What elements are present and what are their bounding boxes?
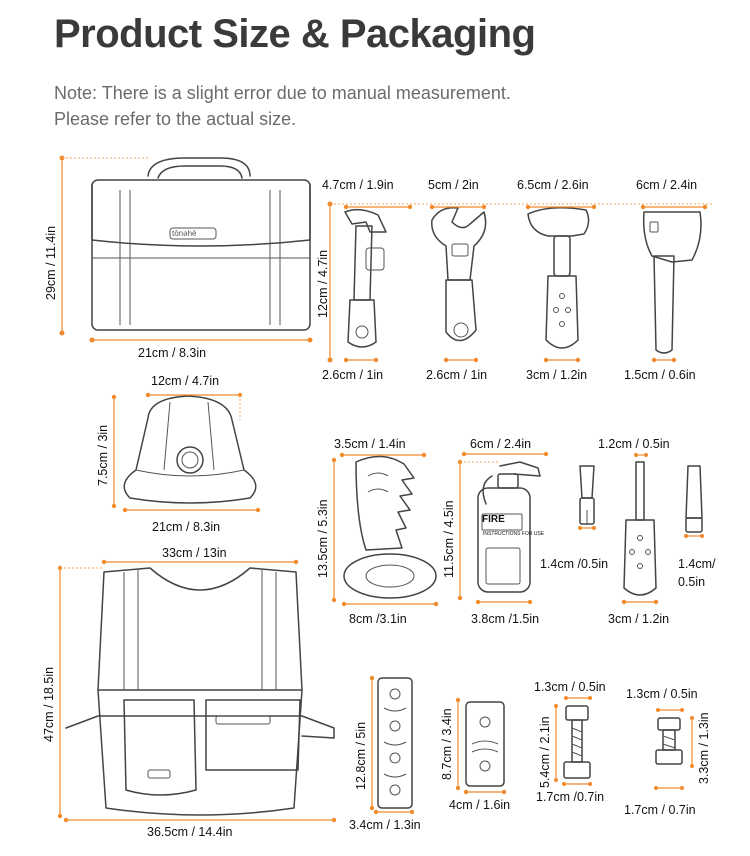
bolt-long-top-label: 1.3cm / 0.5in (534, 680, 606, 694)
bolt-short-top-label: 1.3cm / 0.5in (626, 687, 698, 701)
extinguisher-height-label: 11.5cm / 4.5in (442, 500, 456, 578)
bag-width-label: 21cm / 8.3in (138, 346, 207, 360)
hammer-illustration (527, 207, 590, 349)
saw-height-label: 13.5cm / 5.3in (316, 499, 330, 578)
bag-logo: tōnəhē (172, 229, 197, 238)
vest-illustration (65, 567, 335, 816)
wood-plank-long-illustration (377, 677, 413, 809)
page-title: Product Size & Packaging (54, 12, 536, 56)
saw-illustration (343, 455, 437, 599)
extinguisher-instructions-text: INSTRUCTIONS FOR USE (483, 531, 545, 537)
bolt-long-bottom-label: 1.7cm /0.7in (536, 790, 605, 804)
wood-short-bottom-label: 4cm / 1.6in (449, 798, 511, 812)
hammer-bottom-label: 3cm / 1.2in (526, 368, 588, 382)
screwdriver-bit-left-label: 1.4cm /0.5in (540, 557, 609, 571)
bolt-short-height-label: 3.3cm / 1.3in (697, 712, 711, 784)
fire-extinguisher-illustration (477, 461, 541, 593)
helmet-height-label: 7.5cm / 3in (96, 424, 110, 486)
adjustable-wrench-top-label: 5cm / 2in (428, 178, 479, 192)
tool-bag-illustration (91, 157, 311, 331)
note-line-2: Please refer to the actual size. (54, 109, 297, 129)
wood-long-height-label: 12.8cm / 5in (354, 721, 368, 790)
axe-top-label: 6cm / 2.4in (636, 178, 698, 192)
hard-hat-illustration (123, 395, 257, 504)
adjustable-wrench-illustration (431, 207, 487, 342)
helmet-bottom-label: 21cm / 8.3in (152, 520, 221, 534)
tools-height-label: 12cm / 4.7in (316, 249, 330, 318)
axe-bottom-label: 1.5cm / 0.6in (624, 368, 696, 382)
hammer-top-label: 6.5cm / 2.6in (517, 178, 589, 192)
extinguisher-top-label: 6cm / 2.4in (470, 437, 532, 451)
screwdriver-bit-right-label-2: 0.5in (678, 575, 706, 589)
bolt-short-illustration (655, 717, 683, 765)
pipe-wrench-bottom-label: 2.6cm / 1in (322, 368, 384, 382)
screwdriver-bottom-label: 3cm / 1.2in (608, 612, 670, 626)
extinguisher-bottom-label: 3.8cm /1.5in (471, 612, 540, 626)
screwdriver-illustration (579, 461, 703, 596)
helmet-top-label: 12cm / 4.7in (151, 374, 220, 388)
wood-short-height-label: 8.7cm / 3.4in (440, 708, 454, 780)
saw-bottom-label: 8cm /3.1in (349, 612, 407, 626)
note-line-1: Note: There is a slight error due to man… (54, 83, 511, 103)
wood-plank-short-illustration (465, 701, 505, 787)
bolt-long-illustration (563, 705, 591, 779)
vest-bottom-label: 36.5cm / 14.4in (147, 825, 233, 839)
saw-top-label: 3.5cm / 1.4in (334, 437, 406, 451)
pipe-wrench-illustration (344, 208, 387, 348)
bolt-short-bottom-label: 1.7cm / 0.7in (624, 803, 696, 817)
vest-height-label: 47cm / 18.5in (42, 666, 56, 742)
vest-top-label: 33cm / 13in (162, 546, 227, 560)
screwdriver-bit-right-label-1: 1.4cm/ (678, 557, 716, 571)
pipe-wrench-top-label: 4.7cm / 1.9in (322, 178, 394, 192)
screwdriver-top-label: 1.2cm / 0.5in (598, 437, 670, 451)
extinguisher-fire-text: FIRE (482, 514, 505, 525)
adjustable-wrench-bottom-label: 2.6cm / 1in (426, 368, 488, 382)
axe-illustration (642, 211, 702, 354)
bolt-long-height-label: 5.4cm / 2.1in (538, 716, 552, 788)
wood-long-bottom-label: 3.4cm / 1.3in (349, 818, 421, 832)
bag-height-label: 29cm / 11.4in (44, 225, 58, 300)
